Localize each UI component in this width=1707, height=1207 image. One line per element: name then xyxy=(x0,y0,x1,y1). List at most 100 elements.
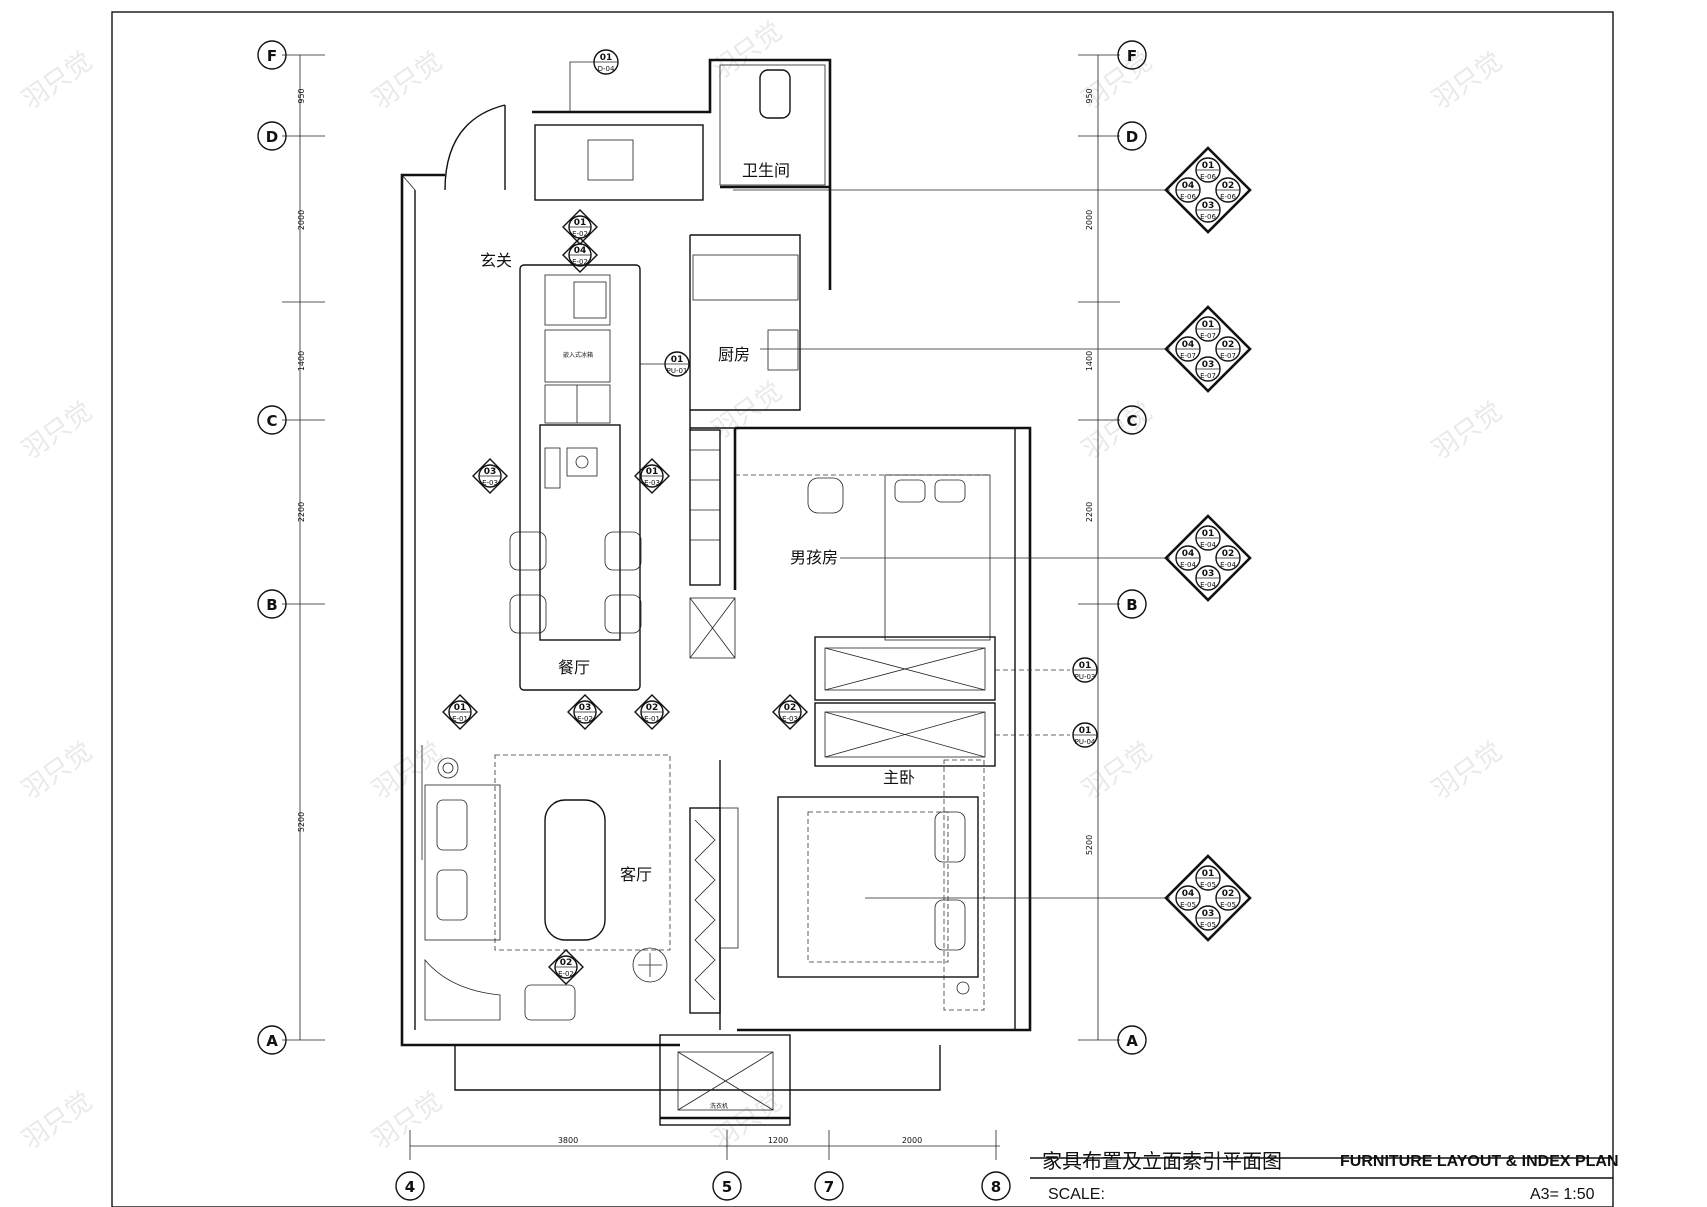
dim-right-3: 1400 xyxy=(1085,351,1094,371)
svg-text:03: 03 xyxy=(1202,909,1215,919)
boys-bed xyxy=(884,474,991,641)
left-axis-grid: F D C B A 950 2000 1400 2200 5200 xyxy=(257,40,325,1055)
axis-label-B-right: B xyxy=(1126,596,1137,614)
watermark: 羽只觉 xyxy=(707,376,788,445)
svg-text:E-04: E-04 xyxy=(1200,541,1216,549)
master-bed-frame xyxy=(777,796,979,978)
dim-right-2: 2000 xyxy=(1085,210,1094,230)
axis-bubble-D-right xyxy=(1117,121,1147,151)
axis-bubble-C-left xyxy=(257,405,287,435)
svg-text:03: 03 xyxy=(484,467,497,477)
dining-chair xyxy=(604,594,642,634)
dim-left-5: 5200 xyxy=(297,812,306,832)
axis-label-7: 7 xyxy=(824,1178,834,1196)
room-boys: 男孩房 xyxy=(790,548,838,567)
dim-left-1: 950 xyxy=(297,88,306,103)
watermark: 羽只觉 xyxy=(367,1086,448,1155)
axis-label-D-right: D xyxy=(1126,128,1138,146)
title-block: 家具布置及立面索引平面图 FURNITURE LAYOUT & INDEX PL… xyxy=(1030,1149,1619,1203)
axis-bubble-5 xyxy=(712,1171,742,1201)
svg-text:E-05: E-05 xyxy=(1200,881,1216,889)
scale-value: A3= 1:50 xyxy=(1530,1186,1595,1203)
axis-label-C-right: C xyxy=(1126,412,1137,430)
axis-bubble-B-left xyxy=(257,589,287,619)
svg-text:E-06: E-06 xyxy=(1200,173,1216,181)
coffee-table xyxy=(544,799,606,941)
marker-dining-right: 01 E-03 xyxy=(634,458,670,494)
dining-chair xyxy=(509,531,547,571)
axis-label-F-right: F xyxy=(1127,47,1137,65)
axis-bubble-F-right xyxy=(1117,40,1147,70)
svg-text:01: 01 xyxy=(671,355,684,365)
axis-bubble-D-left xyxy=(257,121,287,151)
axis-bubble-F-left xyxy=(257,40,287,70)
watermark: 羽只觉 xyxy=(367,46,448,115)
room-master: 主卧 xyxy=(883,768,915,787)
dining-chair xyxy=(604,531,642,571)
dim-bottom-2: 1200 xyxy=(768,1136,788,1145)
marker-pu03: 01 PU-03 xyxy=(1072,657,1098,683)
svg-text:03: 03 xyxy=(1202,569,1215,579)
marker-sofa: 02 E-02 xyxy=(548,949,584,985)
svg-text:E-06: E-06 xyxy=(1200,213,1216,221)
axis-bubble-B-right xyxy=(1117,589,1147,619)
svg-text:04: 04 xyxy=(1182,340,1195,350)
marker-entry-2: 04 E-02 xyxy=(562,237,598,273)
dining-chair xyxy=(509,594,547,634)
svg-text:E-04: E-04 xyxy=(1200,581,1216,589)
svg-text:02: 02 xyxy=(1222,181,1235,191)
small-fixture-label: 洗衣机 xyxy=(710,1102,728,1110)
living-rug xyxy=(494,754,671,951)
svg-text:01: 01 xyxy=(574,218,587,228)
marker-living-1: 01 E-01 xyxy=(442,694,478,730)
fridge-label: 嵌入式冰箱 xyxy=(563,351,593,359)
right-axis-grid: F D C B A 950 2000 1400 2200 5200 xyxy=(1078,40,1147,1055)
room-dining: 餐厅 xyxy=(558,658,590,677)
watermark: 羽只觉 xyxy=(367,736,448,805)
svg-text:04: 04 xyxy=(574,246,587,256)
svg-text:E-06: E-06 xyxy=(1220,193,1236,201)
svg-text:02: 02 xyxy=(1222,549,1235,559)
axis-bubble-C-right xyxy=(1117,405,1147,435)
wardrobe-upper xyxy=(814,636,996,701)
dim-right-1: 950 xyxy=(1085,88,1094,103)
svg-text:04: 04 xyxy=(1182,549,1195,559)
svg-text:E-02: E-02 xyxy=(572,230,588,238)
svg-text:D-04: D-04 xyxy=(598,65,615,73)
svg-text:E-03: E-03 xyxy=(482,479,498,487)
marker-door: 01 D-04 xyxy=(593,49,619,75)
room-labels: 卫生间 玄关 厨房 男孩房 餐厅 客厅 主卧 xyxy=(480,161,915,884)
axis-label-5: 5 xyxy=(722,1178,732,1196)
axis-label-D: D xyxy=(266,128,278,146)
axis-label-4: 4 xyxy=(405,1178,415,1196)
walls: 嵌入式冰箱 洗衣机 xyxy=(400,58,1032,1126)
dim-left-2: 2000 xyxy=(297,210,306,230)
axis-bubble-A-left xyxy=(257,1025,287,1055)
marker-dining-left: 03 E-03 xyxy=(472,458,508,494)
svg-text:E-05: E-05 xyxy=(1220,901,1236,909)
svg-text:PU-01: PU-01 xyxy=(667,367,688,375)
bottom-axis-grid: 3800 1200 2000 4 5 7 8 xyxy=(395,1130,1011,1201)
svg-text:PU-04: PU-04 xyxy=(1075,738,1096,746)
svg-text:E-07: E-07 xyxy=(1220,352,1236,360)
svg-text:E-02: E-02 xyxy=(577,715,593,723)
title-english: FURNITURE LAYOUT & INDEX PLAN xyxy=(1340,1153,1619,1170)
axis-label-A: A xyxy=(266,1032,278,1050)
watermark: 羽只觉 xyxy=(17,396,98,465)
scale-label: SCALE: xyxy=(1048,1186,1105,1203)
dim-left-4: 2200 xyxy=(297,502,306,522)
watermark: 羽只觉 xyxy=(707,1086,788,1155)
svg-text:E-05: E-05 xyxy=(1180,901,1196,909)
marker-bed-corr: 02 E-03 xyxy=(772,694,808,730)
svg-text:02: 02 xyxy=(1222,889,1235,899)
sofa xyxy=(424,784,501,941)
svg-text:01: 01 xyxy=(646,467,659,477)
leader-lines xyxy=(569,61,1170,899)
svg-text:01: 01 xyxy=(1079,726,1092,736)
svg-text:E-07: E-07 xyxy=(1200,332,1216,340)
svg-text:E-06: E-06 xyxy=(1180,193,1196,201)
index-diamonds: 01 E-06 04 E-06 02 E-06 03 E-06 01 E-07 … xyxy=(1164,146,1252,942)
svg-text:E-01: E-01 xyxy=(644,715,660,723)
svg-text:E-02: E-02 xyxy=(572,258,588,266)
